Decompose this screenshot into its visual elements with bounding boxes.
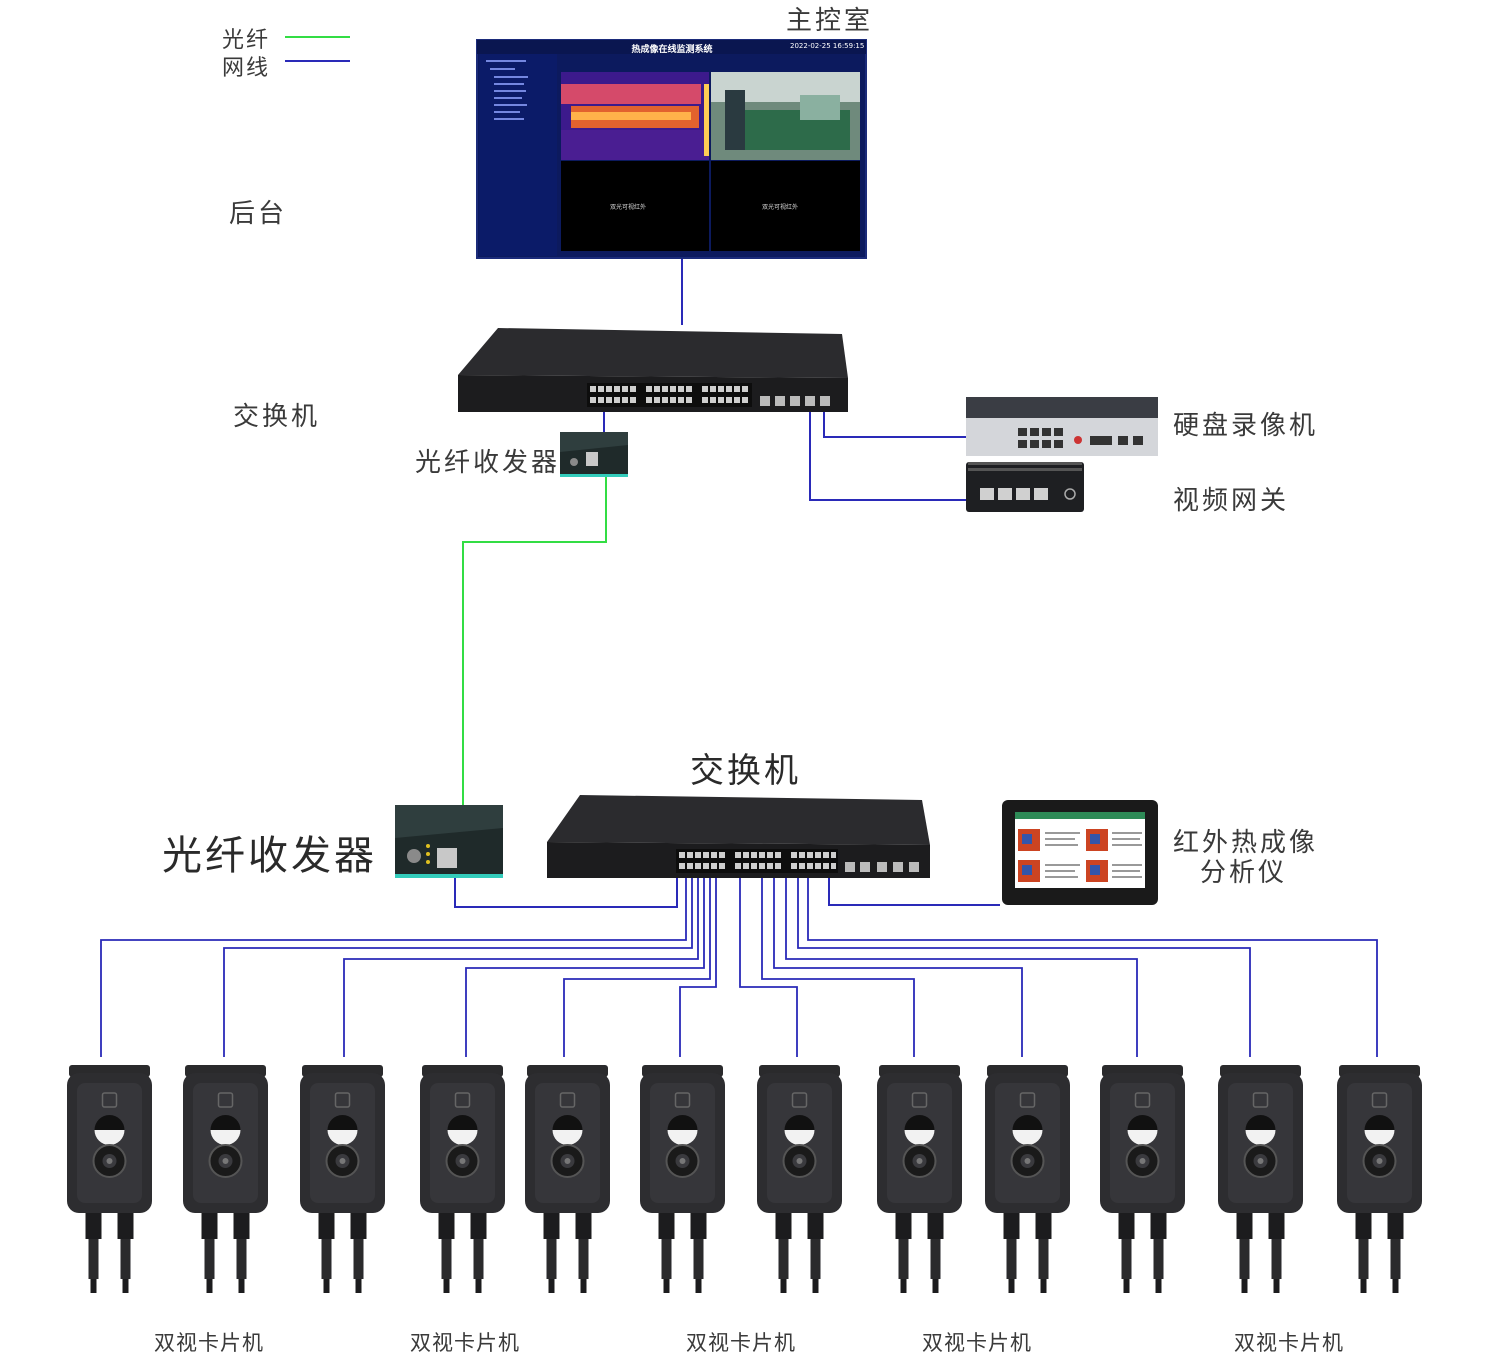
camera-cable: [807, 876, 1378, 1057]
control-room-title: 主控室: [786, 6, 874, 36]
monitor-system-title: 热成像在线监测系统: [631, 45, 713, 55]
nvr-label: 硬盘录像机: [1173, 411, 1319, 441]
camera-array: [67, 1065, 1422, 1293]
camera-cable: [679, 876, 717, 1057]
transceiver-switch-cable: [454, 875, 678, 908]
dual-view-camera: [985, 1065, 1070, 1293]
top-transceiver-label: 光纤收发器: [415, 448, 561, 478]
dual-view-camera: [1100, 1065, 1185, 1293]
analyzer-label-line2: 分析仪: [1200, 858, 1288, 888]
video-gateway-device: [966, 462, 1084, 512]
switch-gateway-cable: [809, 412, 968, 501]
monitor-no-signal-left: 双光可视红外: [610, 204, 647, 211]
dual-view-camera: [877, 1065, 962, 1293]
camera-cable: [761, 876, 915, 1057]
camera-cable: [773, 876, 1023, 1057]
camera-caption-2: 双视卡片机: [410, 1331, 520, 1355]
camera-cable: [785, 876, 1138, 1057]
legend-fiber-label: 光纤: [222, 28, 271, 53]
bottom-transceiver-label: 光纤收发器: [162, 833, 377, 879]
dual-view-camera: [640, 1065, 725, 1293]
analyzer-label-line1: 红外热成像: [1173, 828, 1319, 858]
dual-view-camera: [525, 1065, 610, 1293]
backend-label: 后台: [229, 199, 288, 229]
camera-caption-3: 双视卡片机: [686, 1331, 796, 1355]
switch-analyzer-cable: [828, 876, 1000, 906]
camera-cable: [223, 876, 693, 1057]
camera-cable: [739, 876, 798, 1057]
bottom-switch: [547, 795, 930, 878]
bottom-switch-label: 交换机: [690, 751, 801, 791]
dual-view-camera: [1218, 1065, 1303, 1293]
camera-cable: [343, 876, 699, 1057]
dual-view-camera: [183, 1065, 268, 1293]
fiber-link: [462, 477, 607, 805]
camera-cable: [563, 876, 711, 1057]
camera-cable: [100, 876, 687, 1057]
gateway-label: 视频网关: [1173, 486, 1290, 516]
camera-caption-5: 双视卡片机: [1234, 1331, 1344, 1355]
top-switch-label: 交换机: [233, 402, 321, 432]
top-transceiver: [560, 432, 628, 477]
dual-view-camera: [757, 1065, 842, 1293]
legend-cable-label: 网线: [222, 56, 271, 81]
camera-caption-4: 双视卡片机: [922, 1331, 1032, 1355]
monitor-no-signal-right: 双光可视红外: [762, 204, 799, 211]
monitor-datetime: 2022-02-25 16:59:15: [790, 42, 865, 50]
camera-cable: [465, 876, 705, 1057]
dual-view-camera: [300, 1065, 385, 1293]
camera-caption-1: 双视卡片机: [154, 1331, 264, 1355]
nvr-device: [966, 397, 1158, 456]
bottom-transceiver: [395, 805, 503, 878]
analyzer-tablet: [1002, 800, 1158, 905]
camera-cable: [797, 876, 1251, 1057]
dual-view-camera: [420, 1065, 505, 1293]
dual-view-camera: [1337, 1065, 1422, 1293]
dual-view-camera: [67, 1065, 152, 1293]
switch-nvr-cable: [823, 412, 970, 438]
top-switch: [458, 328, 848, 412]
camera-cables: [100, 876, 1378, 1057]
control-room-monitor: [476, 39, 867, 259]
